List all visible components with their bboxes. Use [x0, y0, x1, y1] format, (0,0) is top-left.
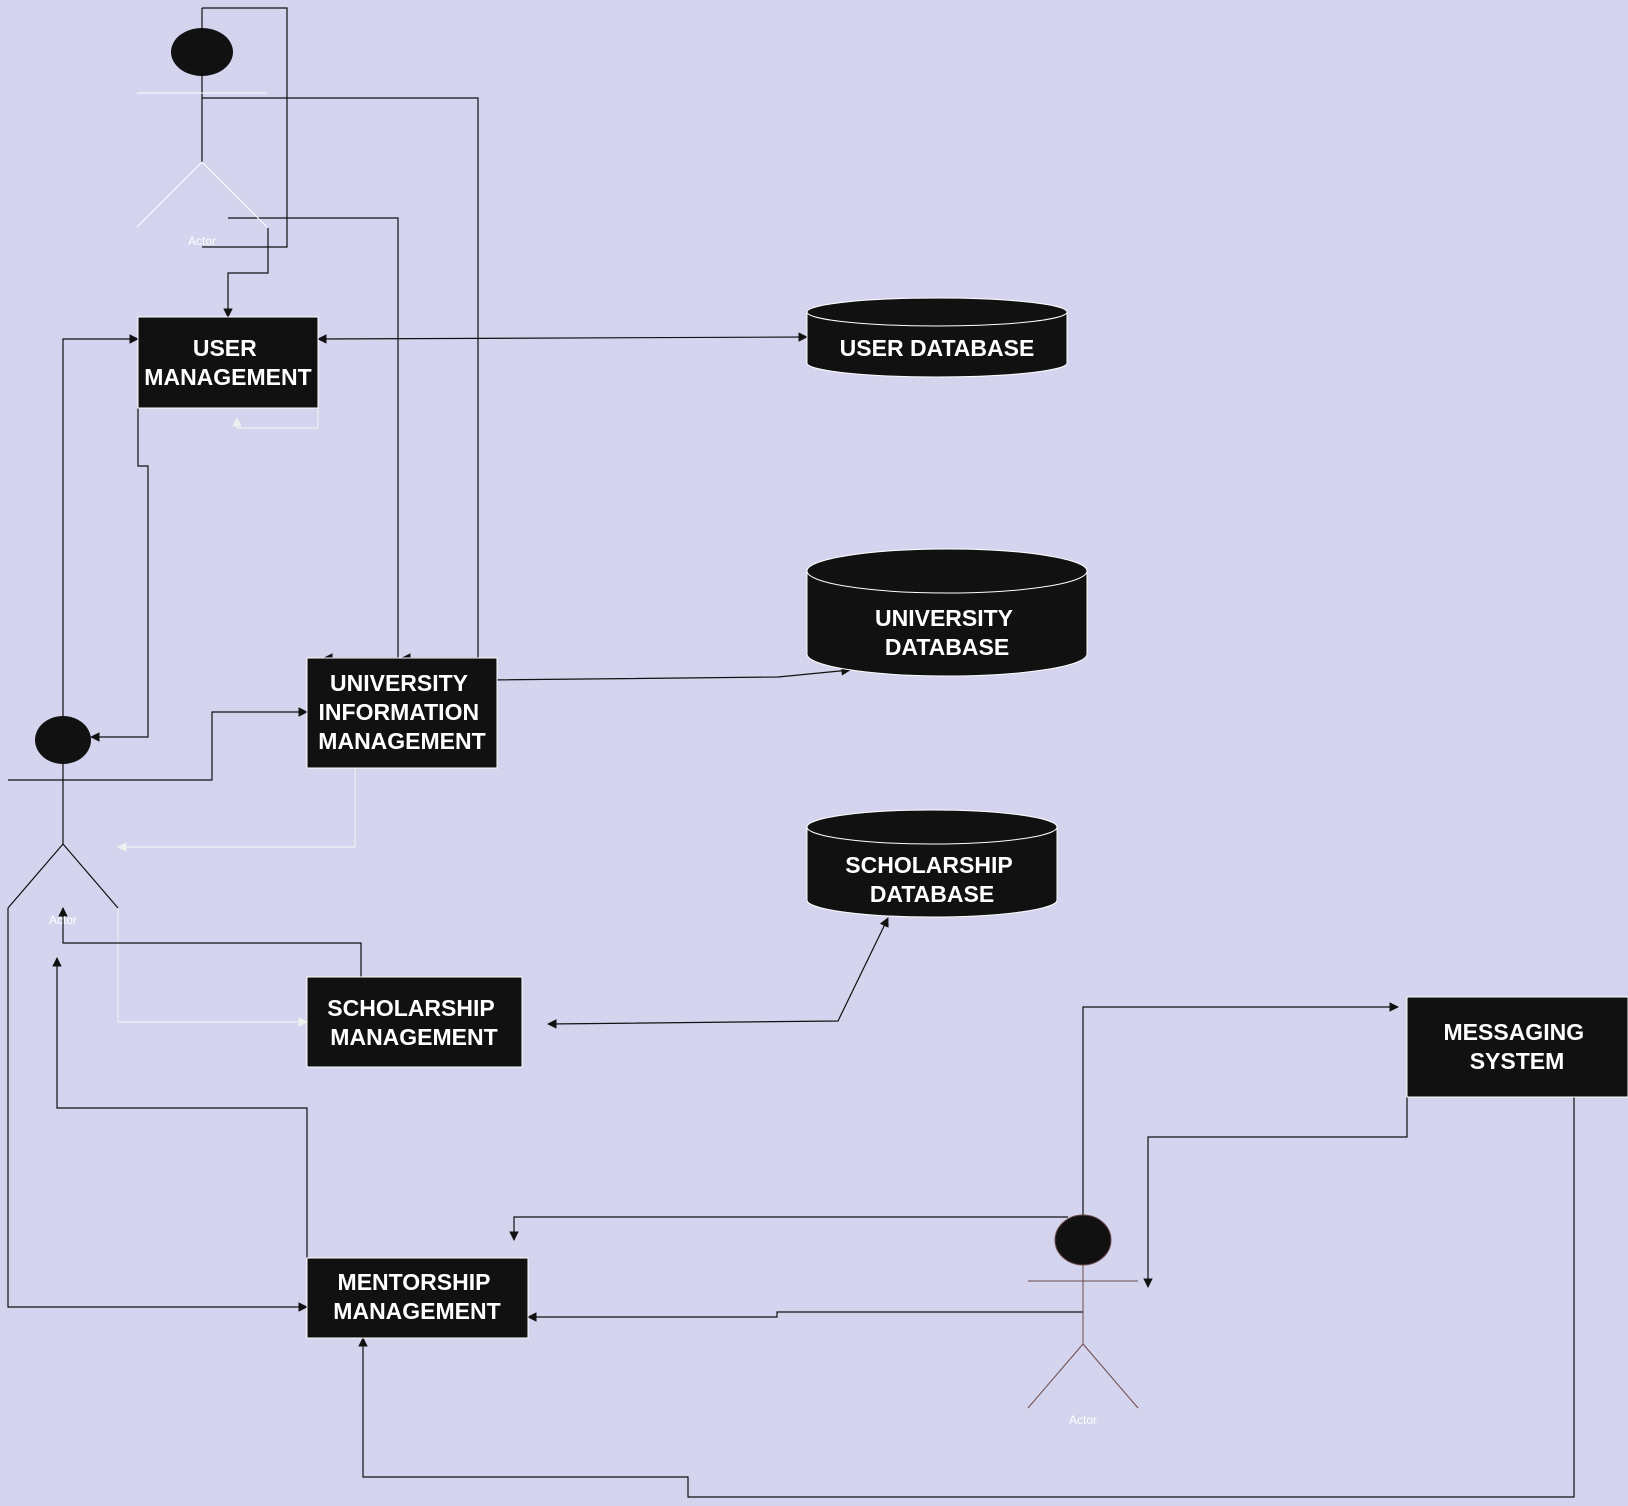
actor-left-head: [35, 716, 91, 764]
process-university-information-management[interactable]: UNIVERSITY INFORMATION MANAGEMENT: [306, 657, 498, 769]
process-scholarship-management-line-1: SCHOLARSHIP: [327, 995, 494, 1021]
database-user[interactable]: USER DATABASE: [806, 297, 1068, 378]
database-scholarship-top: [806, 809, 1058, 845]
edge-scholarship-scholarship-database[interactable]: [547, 917, 889, 1029]
actor-left-label: Actor: [49, 913, 77, 927]
process-messaging-system-box: [1406, 996, 1628, 1098]
connectors: [7, 7, 1575, 1498]
actor-left-leg-right: [62, 843, 119, 909]
edge-left-actor-to-university-info[interactable]: [8, 707, 308, 781]
process-user-management-line-1: USER: [193, 335, 257, 361]
process-messaging-system[interactable]: MESSAGING SYSTEM: [1406, 996, 1628, 1098]
process-mentorship-management-box: [306, 1257, 529, 1339]
process-mentorship-management-line-1: MENTORSHIP: [338, 1269, 491, 1295]
actor-left-leg-left: [7, 843, 64, 909]
actor-top[interactable]: Actor: [136, 8, 268, 248]
database-scholarship[interactable]: SCHOLARSHIP DATABASE: [806, 809, 1058, 918]
database-scholarship-line-2: DATABASE: [870, 881, 994, 907]
actor-right-leg-left: [1027, 1343, 1084, 1409]
edge-left-actor-to-mentorship[interactable]: [7, 908, 308, 1312]
edge-user-management-to-left-actor[interactable]: [90, 408, 149, 742]
database-university-label: UNIVERSITY DATABASE: [875, 605, 1019, 660]
process-messaging-system-label: MESSAGING SYSTEM: [1444, 1019, 1591, 1074]
actor-right-head: [1054, 1214, 1112, 1266]
process-university-information-management-label: UNIVERSITY INFORMATION MANAGEMENT: [318, 670, 485, 754]
actor-top-leg-right: [201, 161, 268, 228]
edge-university-info-to-left-actor[interactable]: [117, 768, 356, 852]
process-scholarship-management-line-2: MANAGEMENT: [330, 1024, 497, 1050]
edge-user-management-user-database[interactable]: [317, 332, 808, 344]
process-scholarship-management-box: [306, 976, 523, 1068]
actor-top-leg-left: [136, 161, 203, 228]
process-mentorship-management-label: MENTORSHIP MANAGEMENT: [333, 1269, 500, 1324]
edge-mentorship-to-left-actor[interactable]: [52, 957, 308, 1258]
actor-right-label: Actor: [1069, 1413, 1097, 1427]
edge-user-management-self-loop[interactable]: [232, 408, 319, 429]
actor-right[interactable]: Actor: [1027, 1214, 1139, 1427]
process-messaging-system-line-1: MESSAGING: [1444, 1019, 1585, 1045]
edge-top-actor-to-user-management[interactable]: [223, 228, 269, 318]
process-user-management[interactable]: USER MANAGEMENT: [137, 316, 319, 409]
edge-right-actor-to-messaging[interactable]: [1082, 1002, 1399, 1215]
edge-left-actor-to-scholarship[interactable]: [117, 908, 308, 1027]
actor-right-leg-right: [1082, 1343, 1139, 1409]
database-scholarship-label: SCHOLARSHIP DATABASE: [845, 852, 1018, 907]
edge-top-actor-to-university-info-b[interactable]: [228, 217, 399, 663]
database-university-line-1: UNIVERSITY: [875, 605, 1013, 631]
process-user-management-box: [137, 316, 319, 409]
edge-right-actor-to-mentorship[interactable]: [527, 1311, 1083, 1322]
process-scholarship-management-label: SCHOLARSHIP MANAGEMENT: [327, 995, 500, 1050]
edge-top-actor-loop[interactable]: [202, 7, 288, 248]
process-university-information-management-line-3: MANAGEMENT: [318, 728, 485, 754]
database-user-body: [806, 312, 1068, 378]
database-user-top: [806, 297, 1068, 327]
database-scholarship-body: [806, 827, 1058, 918]
database-university-top: [806, 548, 1088, 594]
edge-right-actor-to-mentorship-top[interactable]: [509, 1216, 1068, 1241]
process-mentorship-management-line-2: MANAGEMENT: [333, 1298, 500, 1324]
process-user-management-line-2: MANAGEMENT: [144, 364, 311, 390]
database-university[interactable]: UNIVERSITY DATABASE: [806, 548, 1088, 677]
database-user-label: USER DATABASE: [840, 335, 1035, 361]
process-university-information-management-box: [306, 657, 498, 769]
database-university-line-2: DATABASE: [885, 634, 1009, 660]
process-messaging-system-line-2: SYSTEM: [1470, 1048, 1565, 1074]
edge-left-actor-to-user-management[interactable]: [62, 334, 139, 716]
process-scholarship-management[interactable]: SCHOLARSHIP MANAGEMENT: [306, 976, 523, 1068]
actor-top-label: Actor: [188, 234, 216, 248]
process-university-information-management-line-1: UNIVERSITY: [330, 670, 468, 696]
database-scholarship-line-1: SCHOLARSHIP: [845, 852, 1012, 878]
edge-messaging-to-mentorship[interactable]: [358, 1097, 1575, 1498]
edge-messaging-to-right-actor[interactable]: [1143, 1097, 1408, 1288]
actor-left[interactable]: Actor: [7, 716, 119, 927]
process-university-information-management-line-2: INFORMATION: [319, 699, 480, 725]
edge-scholarship-to-left-actor[interactable]: [58, 907, 362, 977]
database-university-body: [806, 571, 1088, 677]
process-mentorship-management[interactable]: MENTORSHIP MANAGEMENT: [306, 1257, 529, 1339]
database-user-line-1: USER DATABASE: [840, 335, 1035, 361]
edge-university-info-university-database[interactable]: [486, 666, 851, 685]
process-user-management-label: USER MANAGEMENT: [144, 335, 311, 390]
